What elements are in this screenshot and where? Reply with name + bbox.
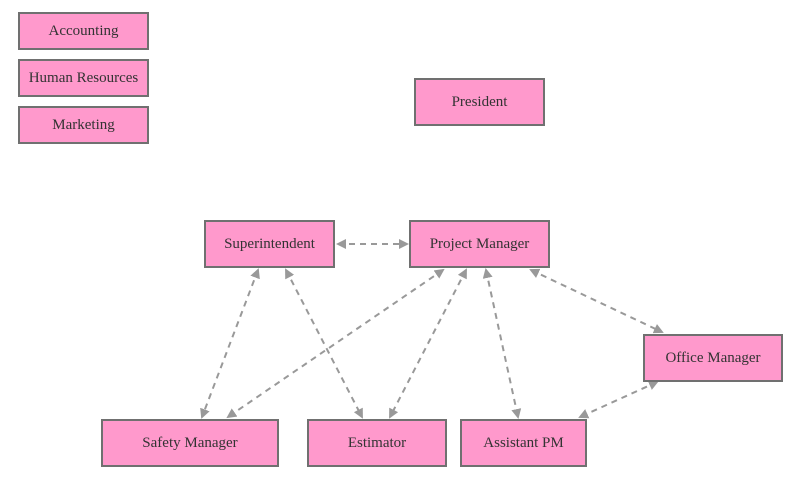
node-safety-manager-label: Safety Manager — [142, 434, 238, 451]
connector-project-manager-to-estimator — [389, 268, 467, 419]
node-office-manager[interactable]: Office Manager — [643, 334, 783, 382]
legend-marketing[interactable]: Marketing — [18, 106, 149, 144]
connector-superintendent-to-estimator — [285, 268, 363, 419]
connector-superintendent-to-safety-manager — [200, 268, 260, 419]
node-office-manager-label: Office Manager — [665, 349, 761, 366]
node-project-manager-label: Project Manager — [429, 235, 530, 252]
connector-project-manager-to-office-manager — [529, 268, 664, 334]
node-estimator[interactable]: Estimator — [307, 419, 447, 467]
legend-accounting-label: Accounting — [48, 22, 119, 39]
connector-office-manager-to-assistant-pm — [578, 380, 659, 419]
node-estimator-label: Estimator — [347, 434, 407, 451]
legend-human-resources-label: Human Resources — [28, 69, 139, 86]
connector-project-manager-to-safety-manager — [226, 268, 445, 419]
node-superintendent-label: Superintendent — [224, 235, 315, 252]
node-superintendent[interactable]: Superintendent — [204, 220, 335, 268]
node-safety-manager[interactable]: Safety Manager — [101, 419, 279, 467]
node-project-manager[interactable]: Project Manager — [409, 220, 550, 268]
legend-accounting[interactable]: Accounting — [18, 12, 149, 50]
connector-project-manager-to-assistant-pm — [482, 268, 522, 419]
node-assistant-pm[interactable]: Assistant PM — [460, 419, 587, 467]
node-president-label: President — [451, 93, 508, 110]
legend-human-resources[interactable]: Human Resources — [18, 59, 149, 97]
node-president[interactable]: President — [414, 78, 545, 126]
node-assistant-pm-label: Assistant PM — [483, 434, 564, 451]
legend-marketing-label: Marketing — [52, 116, 115, 133]
